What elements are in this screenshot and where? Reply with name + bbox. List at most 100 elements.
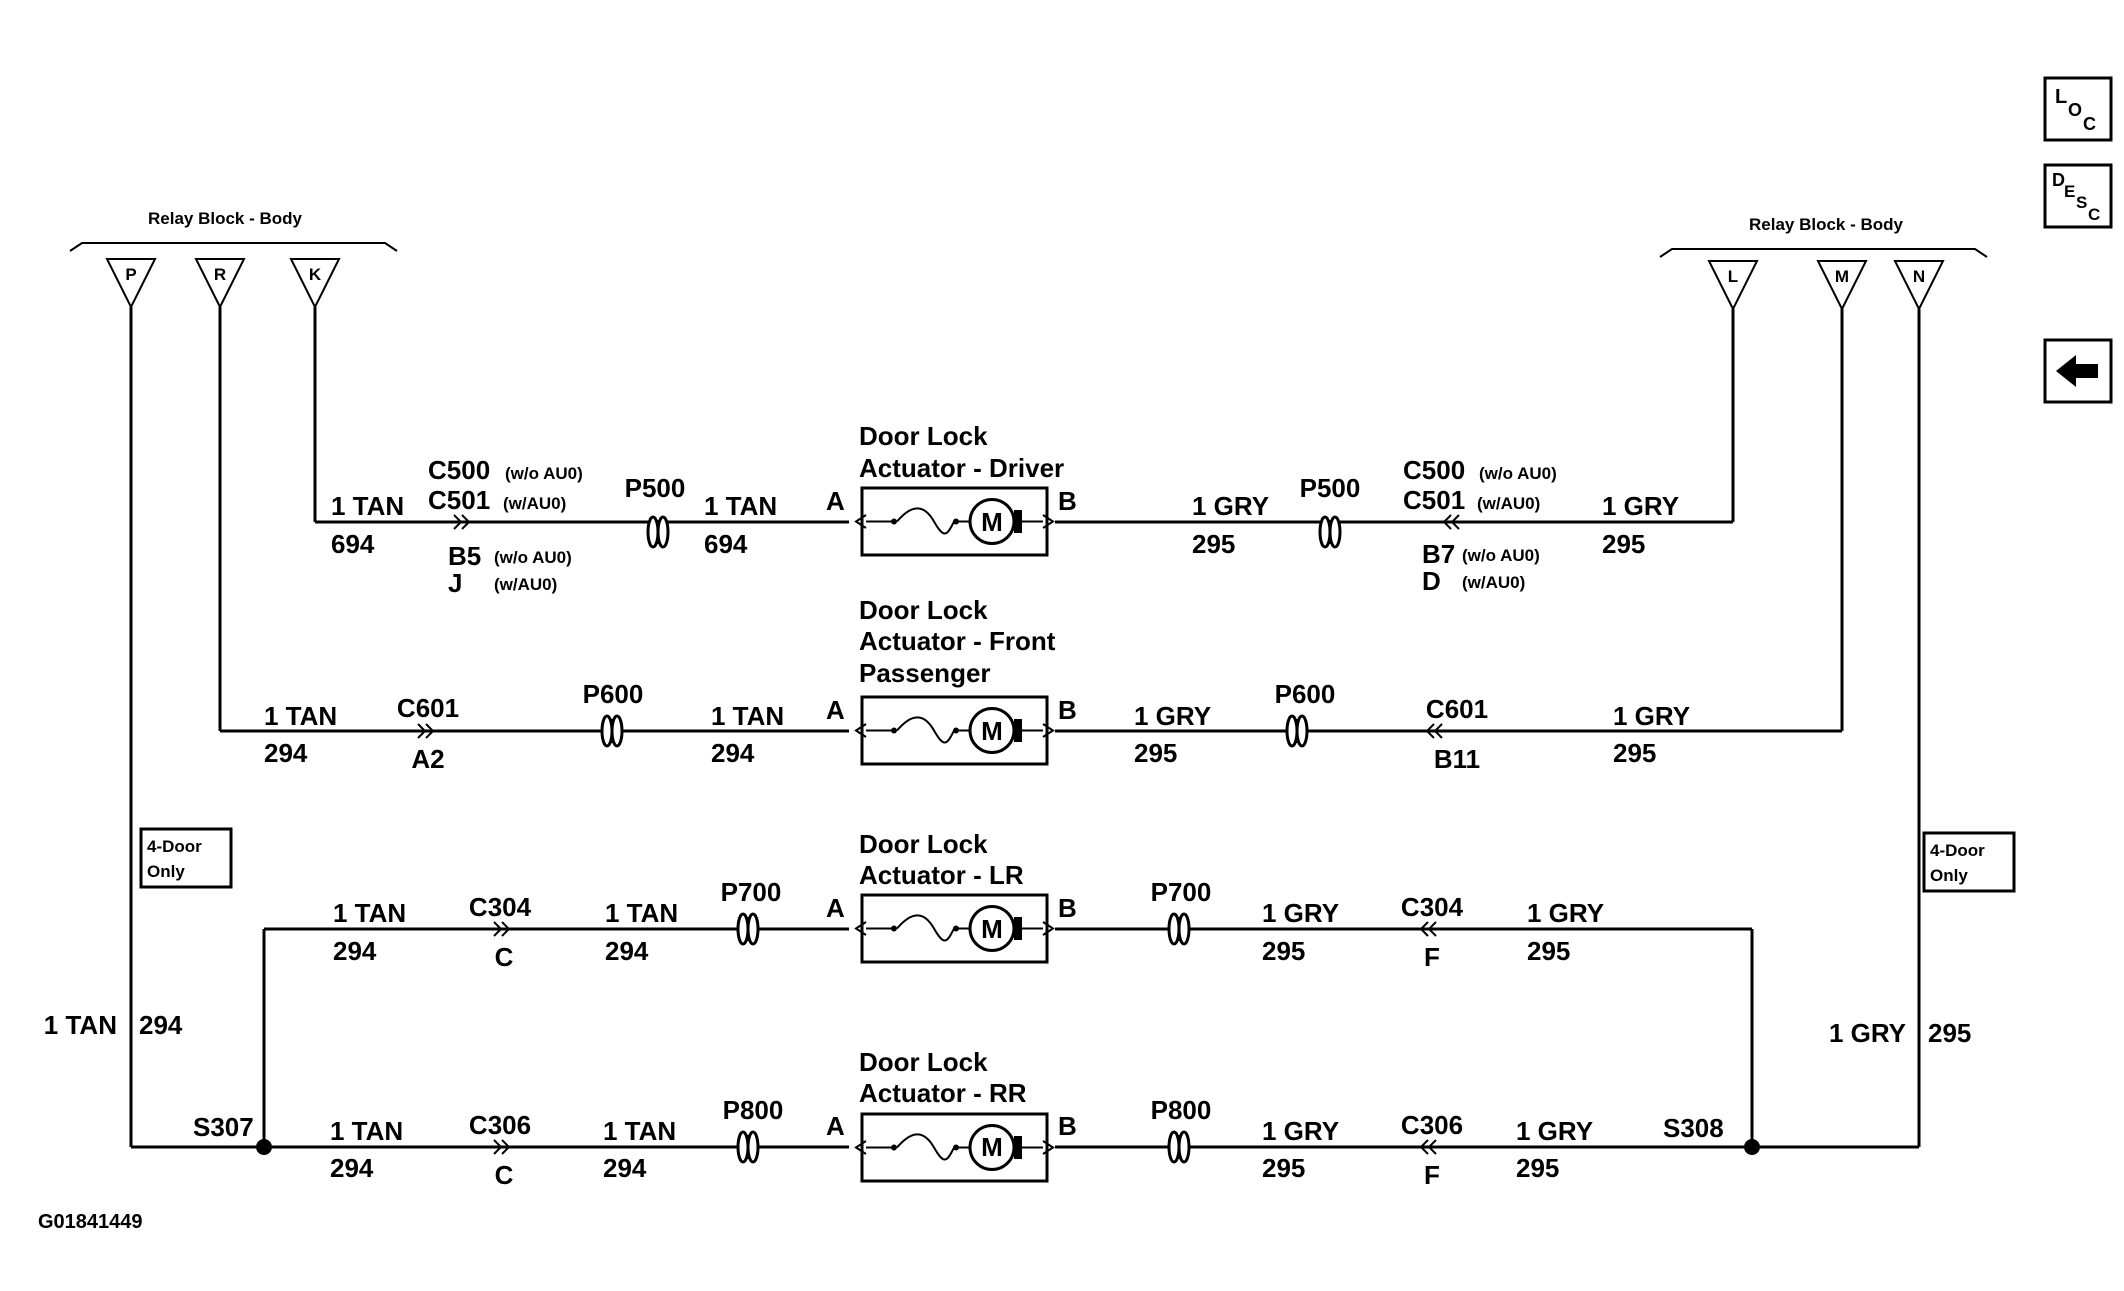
loc-button[interactable]: L O C [2043,76,2113,142]
lr-term-b: B [1058,893,1077,923]
splice-s307-label: S307 [193,1112,254,1142]
driver-conn-l-b: C501 [428,485,490,515]
driver-pin-l-b: J [448,568,462,598]
svg-text:4-Door: 4-Door [147,837,202,856]
svg-text:K: K [309,265,322,284]
figure-id: G01841449 [38,1211,143,1233]
driver-pin-l-a-note: (w/o AU0) [494,548,572,567]
terminal-r: R [194,258,246,310]
right-vertical-wire: 1 GRY [1829,1018,1906,1048]
front-pass-wire-l1-num: 294 [264,738,308,768]
terminal-p: P [105,258,157,310]
svg-text:M: M [1835,267,1849,286]
front-pass-wire-l1: 1 TAN [264,701,337,731]
relay-block-left-bracket [69,242,398,252]
rr-wire-l1-num: 294 [330,1153,374,1183]
rr-wire-l1: 1 TAN [330,1116,403,1146]
lr-wire-r1-num: 295 [1262,936,1305,966]
relay-block-right-bracket [1659,248,1988,258]
splice-s307-dot [256,1139,272,1155]
driver-pin-l-b-note: (w/AU0) [494,575,557,594]
front-pass-title-line2: Actuator - Front [859,626,1056,656]
lr-wire-r2-num: 295 [1527,936,1570,966]
svg-text:P: P [125,265,136,284]
lr-wire-r1: 1 GRY [1262,898,1339,928]
rr-conn-r: C306 [1401,1110,1463,1140]
rr-term-b: B [1058,1111,1077,1141]
lr-title-line2: Actuator - LR [859,860,1024,890]
driver-title-line1: Door Lock [859,421,988,451]
front-pass-title-line1: Door Lock [859,595,988,625]
rr-splice-r: P800 [1151,1095,1212,1125]
driver-pin-l-a: B5 [448,541,481,571]
driver-term-b: B [1058,486,1077,516]
driver-title-line2: Actuator - Driver [859,453,1064,483]
lr-wire-l1: 1 TAN [333,898,406,928]
lr-conn-r: C304 [1401,892,1464,922]
driver-pin-r-b: D [1422,566,1441,596]
driver-wire-l1-num: 694 [331,529,375,559]
terminal-n: N [1893,260,1945,312]
left-arrow-icon [2056,355,2098,387]
left-vertical-num: 294 [139,1010,183,1040]
driver-wire-l2-num: 694 [704,529,748,559]
rr-wire-r1: 1 GRY [1262,1116,1339,1146]
rr-wire-r2: 1 GRY [1516,1116,1593,1146]
back-button[interactable] [2043,338,2113,404]
rr-title-line1: Door Lock [859,1047,988,1077]
front-pass-wire-r1: 1 GRY [1134,701,1211,731]
front-pass-splice-l: P600 [583,679,644,709]
svg-text:Only: Only [1930,866,1968,885]
driver-term-a: A [826,486,845,516]
right-4door-note: 4-Door Only [1922,831,2016,893]
driver-wire-r1-num: 295 [1192,529,1235,559]
rr-title-line2: Actuator - RR [859,1078,1027,1108]
lr-splice-r: P700 [1151,877,1212,907]
lr-pin-l: C [495,942,514,972]
lr-title-line1: Door Lock [859,829,988,859]
driver-motor-label: M [981,507,1003,537]
front-pass-splice-r: P600 [1275,679,1336,709]
left-vertical-wire: 1 TAN [44,1010,117,1040]
svg-text:Only: Only [147,862,185,881]
svg-text:4-Door: 4-Door [1930,841,1985,860]
svg-text:R: R [214,265,226,284]
terminal-k: K [289,258,341,310]
rr-term-a: A [826,1111,845,1141]
lr-splice-l: P700 [721,877,782,907]
rr-wire-l2: 1 TAN [603,1116,676,1146]
lr-wire-l2-num: 294 [605,936,649,966]
driver-wire-r2-num: 295 [1602,529,1645,559]
rr-pin-l: C [495,1160,514,1190]
svg-text:C: C [2088,205,2100,224]
driver-conn-r-a-note: (w/o AU0) [1479,464,1557,483]
svg-text:O: O [2068,100,2082,120]
driver-conn-r-b: C501 [1403,485,1465,515]
left-4door-note: 4-Door Only [139,827,233,889]
lr-pin-r: F [1424,942,1440,972]
driver-wire-r2: 1 GRY [1602,491,1679,521]
front-pass-term-b: B [1058,695,1077,725]
lr-conn-l: C304 [469,892,532,922]
right-vertical-num: 295 [1928,1018,1971,1048]
driver-pin-r-a: B7 [1422,539,1455,569]
splice-s308-label: S308 [1663,1113,1724,1143]
front-pass-pin-l: A2 [411,744,444,774]
front-pass-title-line3: Passenger [859,658,991,688]
terminal-l: L [1707,260,1759,312]
lr-wire-l1-num: 294 [333,936,377,966]
front-pass-term-a: A [826,695,845,725]
driver-wire-l1: 1 TAN [331,491,404,521]
driver-pin-r-a-note: (w/o AU0) [1462,546,1540,565]
front-pass-conn-l: C601 [397,693,459,723]
rr-splice-l: P800 [723,1095,784,1125]
rr-motor-label: M [981,1132,1003,1162]
svg-text:D: D [2052,170,2065,190]
desc-button[interactable]: D E S C [2043,163,2113,229]
driver-conn-r-a: C500 [1403,455,1465,485]
driver-splice-r: P500 [1300,473,1361,503]
driver-wire-l2: 1 TAN [704,491,777,521]
svg-text:S: S [2076,193,2087,212]
front-pass-wire-r2: 1 GRY [1613,701,1690,731]
